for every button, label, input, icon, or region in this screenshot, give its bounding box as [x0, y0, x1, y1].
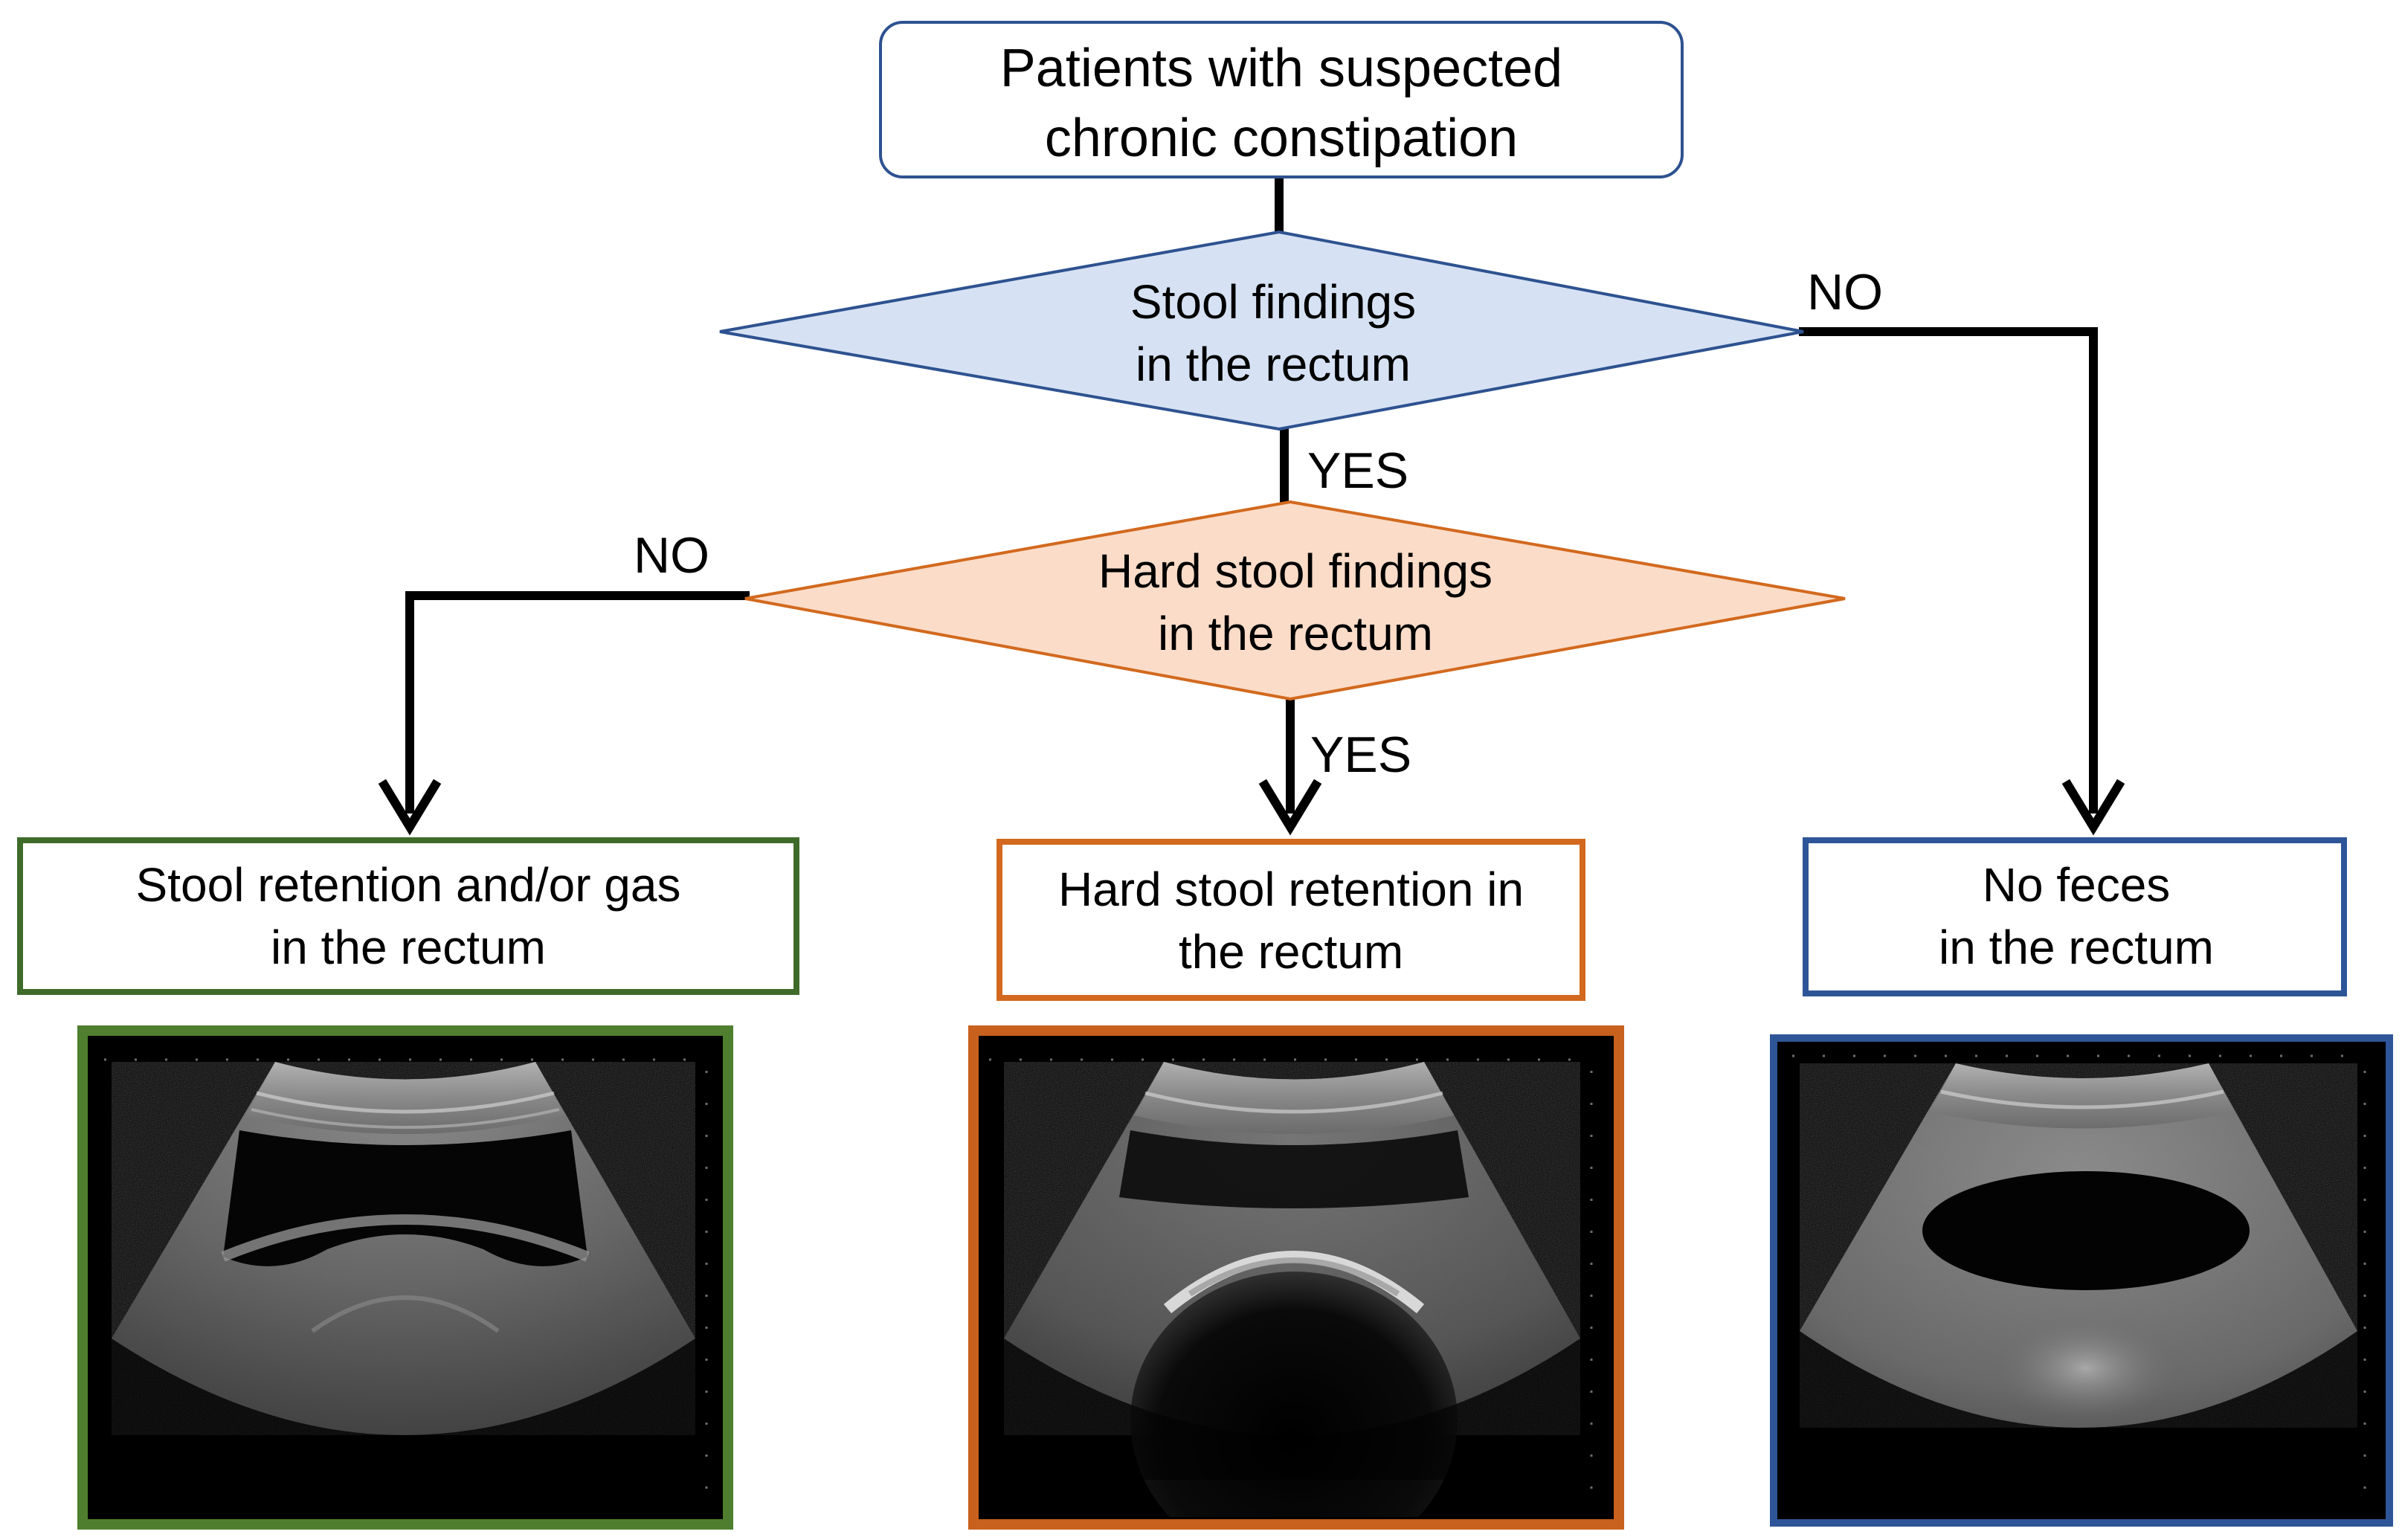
decision1-diamond	[719, 230, 1804, 431]
connector-decision1-no	[1799, 327, 2098, 814]
arrowhead-center	[1258, 779, 1322, 836]
decision2-yes-label: YES	[1310, 726, 1411, 783]
outcome-left-box	[17, 837, 799, 995]
outcome-left-line1: Stool retention and/or gas	[136, 858, 681, 912]
connectors	[405, 174, 2098, 814]
decision1-yes-label: YES	[1307, 442, 1408, 499]
arrowheads	[378, 779, 2125, 836]
arrowhead-right	[2061, 779, 2125, 836]
decision2-no-label: NO	[634, 527, 709, 584]
start-box	[879, 21, 1684, 178]
decision1-no-label: NO	[1807, 264, 1883, 320]
decision2-diamond	[744, 500, 1846, 701]
outcome-right-box	[1803, 837, 2347, 996]
decision2-text-line1: Hard stool findings	[1098, 544, 1493, 598]
connector-decision2-no	[405, 591, 750, 814]
decision1-text-line1: Stool findings	[1130, 275, 1416, 329]
decision1-text-line2: in the rectum	[1136, 338, 1411, 391]
outcome-left-line2: in the rectum	[271, 921, 546, 974]
outcome-center-line2: the rectum	[1179, 925, 1403, 979]
ultrasound-image-right	[1770, 1034, 2393, 1527]
arrowhead-left	[378, 779, 442, 836]
decision2-text-line2: in the rectum	[1158, 607, 1433, 660]
outcome-center-line1: Hard stool retention in	[1058, 863, 1524, 916]
start-text-line2: chronic constipation	[1045, 109, 1518, 168]
outcome-right-line1: No feces	[1983, 858, 2171, 912]
ultrasound-image-left	[77, 1025, 733, 1530]
start-text-line1: Patients with suspected	[1000, 39, 1562, 98]
outcome-center-box	[996, 839, 1585, 1001]
outcome-right-line2: in the rectum	[1939, 921, 2214, 974]
ultrasound-image-center	[968, 1025, 1624, 1530]
